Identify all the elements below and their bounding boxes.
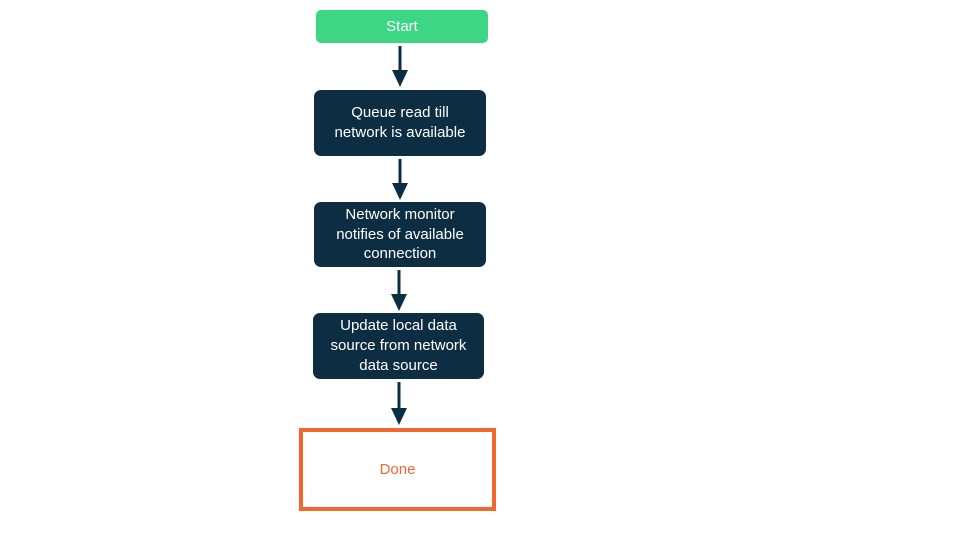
flowchart-arrow-start-to-queue: [391, 46, 409, 88]
flowchart-arrow-queue-to-monitor: [391, 159, 409, 201]
flowchart-node-start[interactable]: Start: [316, 10, 488, 43]
flowchart-node-update-local-data-label: Update local data source from network da…: [330, 317, 467, 374]
flowchart-node-start-label: Start: [386, 17, 418, 35]
flowchart-node-network-monitor-label: Network monitor notifies of available co…: [336, 205, 464, 263]
flowchart-arrow-monitor-to-update: [390, 270, 408, 312]
flowchart-node-queue-read-label: Queue read till network is available: [334, 104, 466, 141]
flowchart-node-done-label: Done: [379, 460, 416, 478]
flowchart-node-network-monitor[interactable]: Network monitor notifies of available co…: [314, 202, 486, 267]
flowchart-node-update-local-data[interactable]: Update local data source from network da…: [313, 313, 484, 379]
flowchart-arrow-update-to-done: [390, 382, 408, 426]
flowchart-node-queue-read[interactable]: Queue read till network is available: [314, 90, 486, 156]
flowchart-node-done[interactable]: Done: [299, 428, 496, 511]
